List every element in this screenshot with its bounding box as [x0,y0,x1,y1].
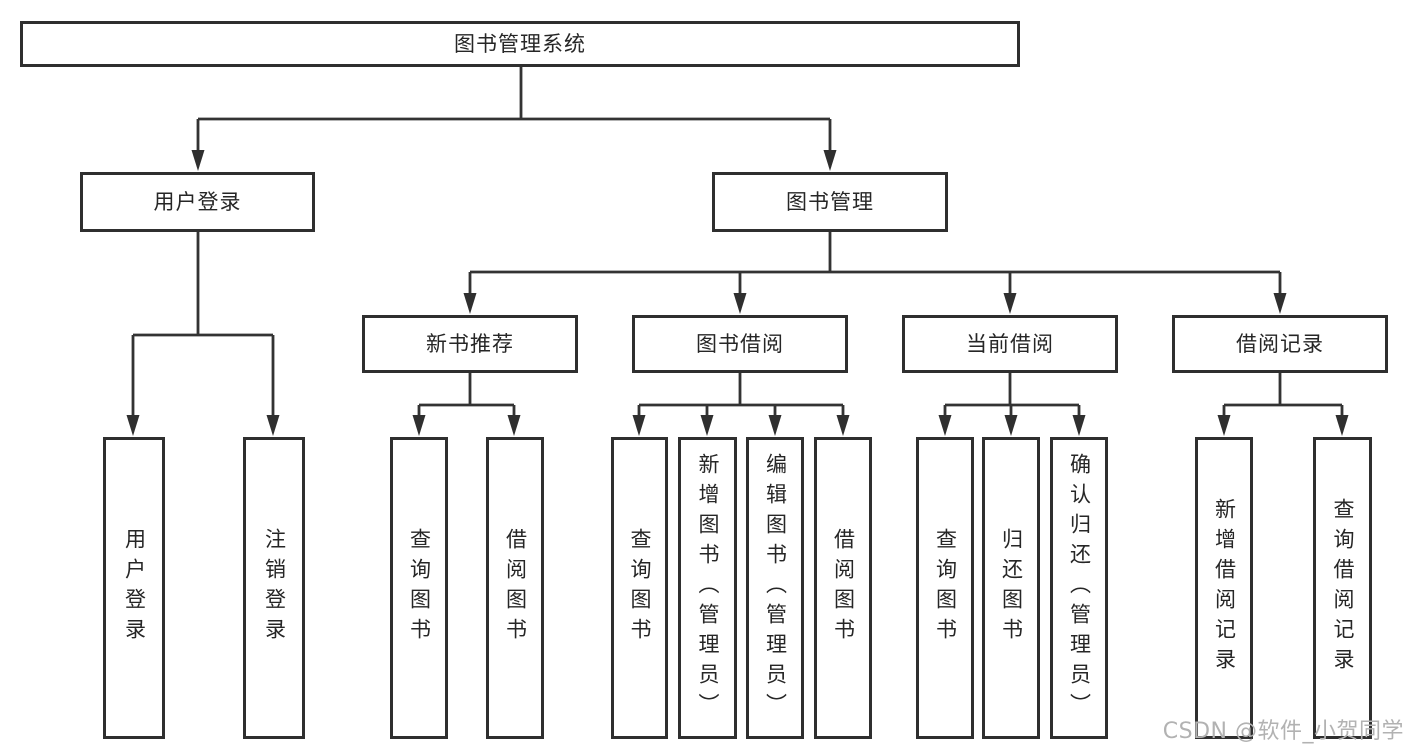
leaf-records-query: 查询借阅记录 [1313,437,1372,739]
leaf-logout: 注销登录 [243,437,305,739]
leaf-newbooks-query: 查询图书 [390,437,448,739]
leaf-newbooks-borrow-label: 借阅图书 [503,528,528,648]
node-book-borrowing-label: 图书借阅 [696,331,784,356]
node-user-login-label: 用户登录 [153,189,242,214]
node-root-label: 图书管理系统 [454,31,586,56]
node-user-login: 用户登录 [80,172,315,232]
node-book-borrowing: 图书借阅 [632,315,848,373]
leaf-borrowing-query-label: 查询图书 [628,528,652,648]
node-book-management: 图书管理 [712,172,948,232]
node-root: 图书管理系统 [20,21,1020,67]
leaf-records-add: 新增借阅记录 [1195,437,1253,739]
leaf-borrowing-add-label: 新增图书（管理员） [696,453,720,723]
leaf-newbooks-borrow: 借阅图书 [486,437,544,739]
watermark: CSDN @软件_小贺同学 [1162,719,1404,744]
leaf-borrowing-borrow: 借阅图书 [814,437,872,739]
leaf-borrowing-add: 新增图书（管理员） [678,437,737,739]
node-current-borrowing-label: 当前借阅 [966,331,1054,356]
leaf-records-query-label: 查询借阅记录 [1331,498,1355,678]
leaf-user-login: 用户登录 [103,437,165,739]
leaf-current-confirm-return: 确认归还（管理员） [1050,437,1108,739]
leaf-borrowing-edit: 编辑图书（管理员） [746,437,804,739]
leaf-borrowing-edit-label: 编辑图书（管理员） [763,453,788,723]
leaf-user-login-label: 用户登录 [122,528,147,648]
node-new-books-label: 新书推荐 [426,331,514,356]
leaf-current-query-label: 查询图书 [933,528,958,648]
leaf-current-confirm-return-label: 确认归还（管理员） [1067,453,1092,723]
node-borrowing-records: 借阅记录 [1172,315,1388,373]
leaf-logout-label: 注销登录 [262,528,287,648]
node-new-books: 新书推荐 [362,315,578,373]
leaf-current-return-label: 归还图书 [999,528,1024,648]
node-book-management-label: 图书管理 [786,189,874,214]
leaf-borrowing-query: 查询图书 [611,437,668,739]
leaf-borrowing-borrow-label: 借阅图书 [831,528,856,648]
leaf-current-query: 查询图书 [916,437,974,739]
leaf-newbooks-query-label: 查询图书 [407,528,432,648]
leaf-records-add-label: 新增借阅记录 [1212,498,1237,678]
node-current-borrowing: 当前借阅 [902,315,1118,373]
leaf-current-return: 归还图书 [982,437,1040,739]
node-borrowing-records-label: 借阅记录 [1236,331,1324,356]
